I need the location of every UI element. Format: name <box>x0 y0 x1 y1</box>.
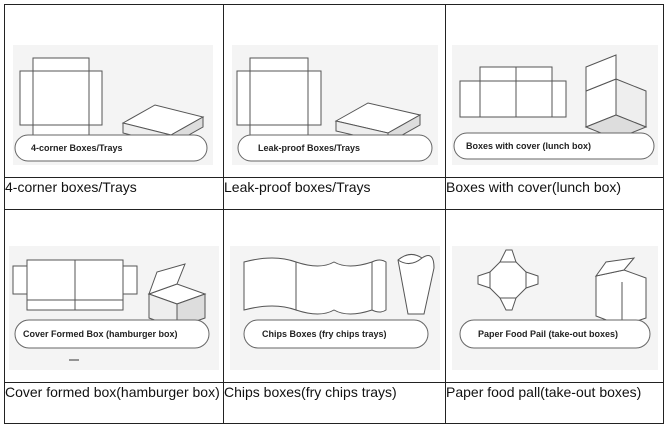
hamburger-box-icon <box>9 246 219 370</box>
image-label: Boxes with cover (lunch box) <box>466 141 592 151</box>
cell-food-pail-image: Paper Food Pail (take-out boxes) <box>445 209 664 383</box>
image-label: Leak-proof Boxes/Trays <box>258 143 361 153</box>
cell-lunch-box-image: Boxes with cover (lunch box) <box>445 4 664 178</box>
image-label: Chips Boxes (fry chips trays) <box>262 329 387 339</box>
product-grid: 4-corner Boxes/Trays Leak-proof Boxes/Tr <box>4 4 664 424</box>
cell-leak-proof-image: Leak-proof Boxes/Trays <box>223 4 446 178</box>
cell-hamburger-box-image: Cover Formed Box (hamburger box) <box>4 209 224 383</box>
caption-4-corner: 4-corner boxes/Trays <box>4 177 224 210</box>
lunch-box-icon <box>452 45 658 165</box>
cell-4-corner-image: 4-corner Boxes/Trays <box>4 4 224 178</box>
chips-box-icon <box>230 246 440 370</box>
4-corner-box-icon <box>13 45 213 165</box>
image-label: 4-corner Boxes/Trays <box>31 143 123 153</box>
caption-leak-proof: Leak-proof boxes/Trays <box>223 177 446 210</box>
leak-proof-box-icon <box>232 45 438 165</box>
image-label: Paper Food Pail (take-out boxes) <box>478 329 619 339</box>
cell-chips-box-image: Chips Boxes (fry chips trays) <box>223 209 446 383</box>
food-pail-icon <box>452 246 658 370</box>
caption-lunch-box: Boxes with cover(lunch box) <box>445 177 664 210</box>
image-label: Cover Formed Box (hamburger box) <box>23 329 178 339</box>
caption-chips-box: Chips boxes(fry chips trays) <box>223 382 446 424</box>
caption-hamburger-box: Cover formed box(hamburger box) <box>4 382 224 424</box>
caption-food-pail: Paper food pall(take-out boxes) <box>445 382 664 424</box>
